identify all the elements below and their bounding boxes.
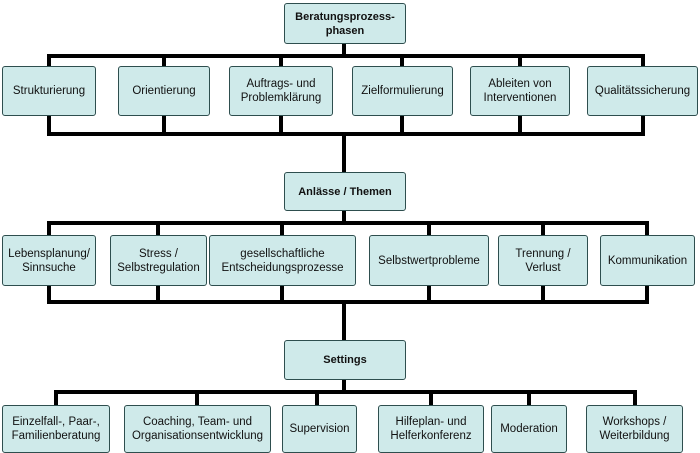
box-coaching-team-organisationsentwicklung: Coaching, Team- und Organisationsentwick…: [124, 405, 271, 453]
box-hilfeplan-und-helferkonferenz: Hilfeplan- und Helferkonferenz: [378, 405, 484, 453]
box-trennung-verlust: Trennung / Verlust: [498, 235, 588, 286]
box-ableiten-von-interventionen: Ableiten von Interventionen: [470, 66, 570, 116]
box-kommunikation: Kommunikation: [600, 235, 695, 286]
box-zielformulierung: Zielformulierung: [352, 66, 453, 116]
box-selbstwertprobleme: Selbstwertprobleme: [369, 235, 489, 286]
heading-settings: Settings: [284, 340, 406, 380]
box-orientierung: Orientierung: [118, 66, 210, 116]
box-strukturierung: Strukturierung: [2, 66, 96, 116]
box-moderation: Moderation: [491, 405, 567, 453]
box-einzelfall-paar-familienberatung: Einzelfall-, Paar-, Familienberatung: [2, 405, 110, 453]
box-stress-selbstregulation: Stress / Selbstregulation: [110, 235, 207, 286]
box-gesellschaftliche-entscheidungsprozesse: gesellschaftliche Entscheidungsprozesse: [209, 235, 356, 286]
box-qualitaetssicherung: Qualitätssicherung: [587, 66, 698, 116]
box-auftrags-und-problemklaerung: Auftrags- und Problemklärung: [229, 66, 333, 116]
box-lebensplanung-sinnsuche: Lebensplanung/ Sinnsuche: [2, 235, 96, 286]
heading-beratungsprozessphasen: Beratungsprozess- phasen: [284, 3, 406, 44]
box-supervision: Supervision: [282, 405, 357, 453]
heading-anlaesse-themen: Anlässe / Themen: [284, 172, 406, 211]
box-workshops-weiterbildung: Workshops / Weiterbildung: [586, 405, 683, 453]
